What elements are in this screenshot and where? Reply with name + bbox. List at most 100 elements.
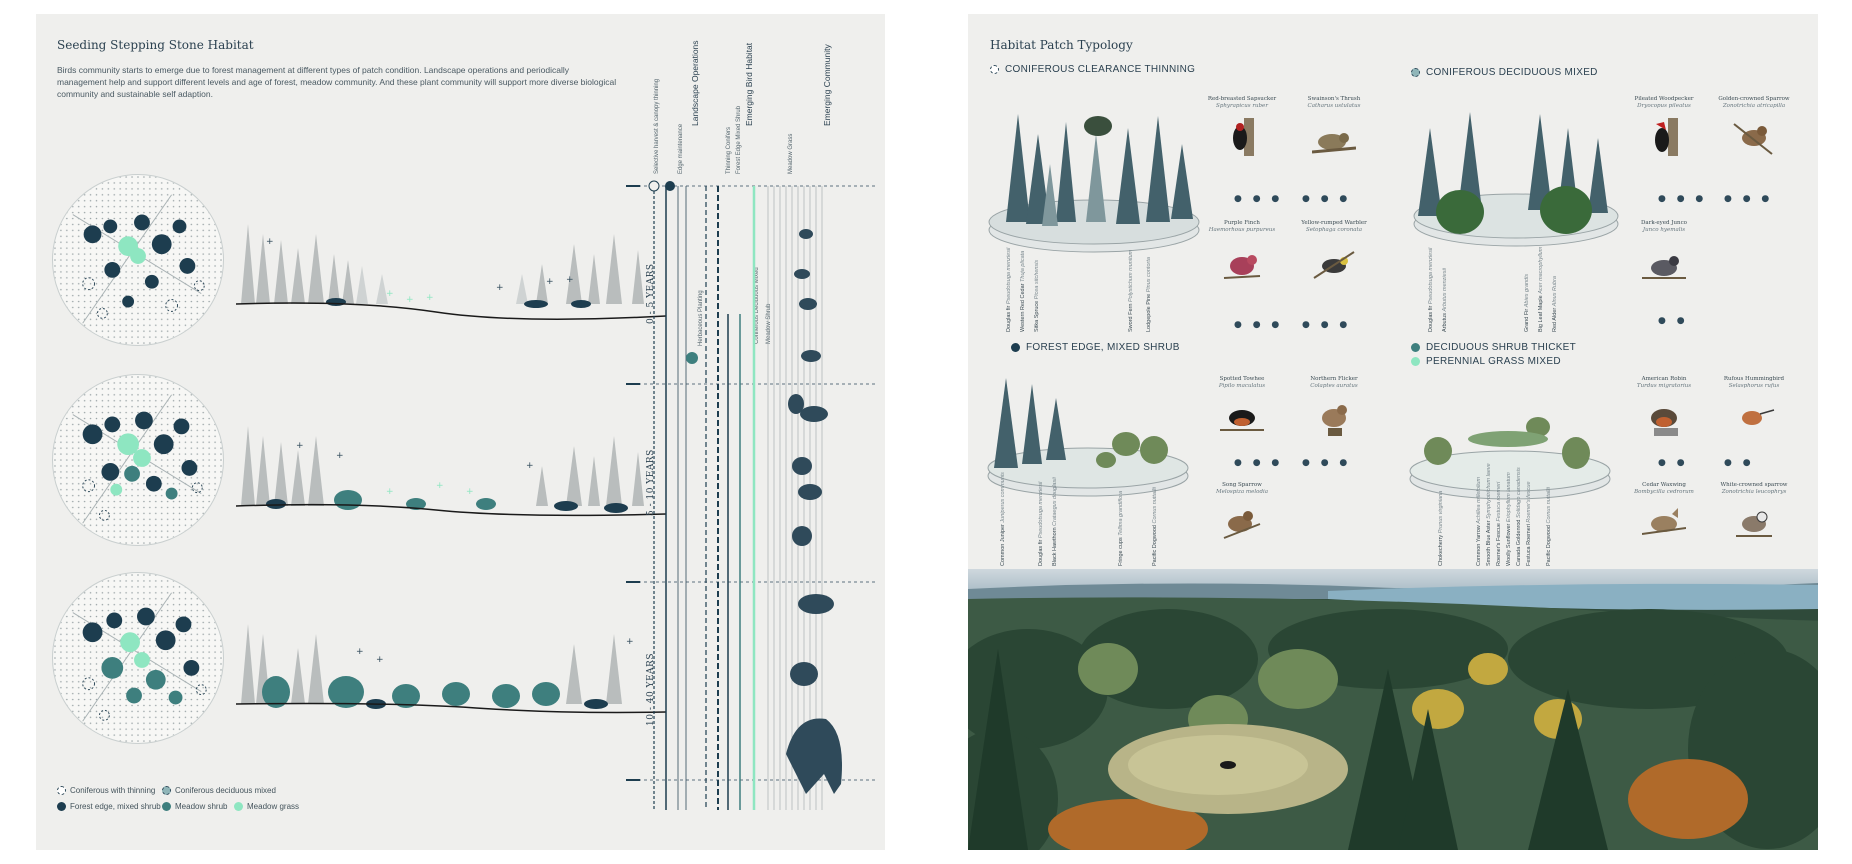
species-card: Northern Flicker Colaptes auratus xyxy=(1310,376,1358,389)
svg-text:+: + xyxy=(526,461,534,471)
woodpecker-icon xyxy=(1655,118,1678,156)
species-card: Dark-eyed Junco Junco hyemalis xyxy=(1641,220,1687,233)
section-phase-2: +++ +++ xyxy=(235,406,667,526)
legend-item-coniferous-thinning: Coniferous with thinning xyxy=(57,786,155,795)
period-label-0-5: 0 - 5 YEARS xyxy=(646,263,656,324)
dotted-circle-icon xyxy=(1411,68,1420,77)
mint-dot-icon xyxy=(234,802,243,811)
species-card: Red-breasted Sapsucker Sphyrapicus ruber xyxy=(1207,96,1277,109)
song-sparrow-icon xyxy=(1223,511,1261,539)
svg-text:+: + xyxy=(436,481,444,491)
plant-label: Arbutus Arbutus menziesii xyxy=(1442,268,1448,332)
teal-dot-icon xyxy=(1411,343,1420,352)
robin-icon xyxy=(1651,409,1678,436)
panel-title: Seeding Stepping Stone Habitat xyxy=(57,38,254,52)
section-phase-1: +++ ++++ xyxy=(235,204,667,324)
junco-icon xyxy=(1642,256,1686,279)
legend-item-coniferous-deciduous: Coniferous deciduous mixed xyxy=(162,786,276,795)
warbler-icon xyxy=(1313,251,1355,279)
plant-label: Douglas fir Pseudotsuga menziesii xyxy=(1006,247,1012,332)
svg-text:+: + xyxy=(466,487,474,497)
timeline-sub-edge: Edge maintenance xyxy=(678,123,684,174)
hummingbird-icon xyxy=(1742,409,1775,425)
species-card: Pileated Woodpecker Dryocopus pileatus xyxy=(1634,96,1694,109)
period-label-10-40: 10 - 40 YEARS xyxy=(646,653,656,726)
tracks-icon: ● ● ● xyxy=(1302,320,1352,330)
timeline-diagram xyxy=(626,180,876,810)
timeline-head-operations: Landscape Operations xyxy=(690,40,700,126)
plant-label: Sword Fern Polystichum munitum xyxy=(1128,249,1134,332)
plant-label: Pacific Dogwood Cornus nuttallii xyxy=(1546,487,1552,566)
plant-label: Woolly Sunflower Eriophyllum lanatum xyxy=(1506,472,1512,566)
dashed-circle-icon xyxy=(990,65,999,74)
crowned-sparrow-icon xyxy=(1736,511,1772,537)
habitat-title-perennial-grass: PERENNIAL GRASS MIXED xyxy=(1411,356,1561,367)
intro-text: Birds community starts to emerge due to … xyxy=(57,65,617,99)
tracks-icon: ● ● xyxy=(1658,316,1689,326)
tracks-icon: ● ● ● xyxy=(1302,194,1352,204)
habitat-title-deciduous-thicket: DECIDUOUS SHRUB THICKET xyxy=(1411,342,1576,353)
timeline-sub-forest-edge: Forest Edge Mixed Shrub xyxy=(736,105,742,174)
svg-text:+: + xyxy=(266,237,274,247)
habitat-disc-deciduous-thicket xyxy=(1408,389,1613,504)
svg-text:+: + xyxy=(566,275,574,285)
species-card: Cedar Waxwing Bombycilla cedrorum xyxy=(1634,482,1694,495)
timeline-head-bird-habitat: Emerging Bird Habitat xyxy=(744,42,754,126)
timeline-sub-thinning: Thinning Conifers xyxy=(726,126,732,174)
species-card: Song Sparrow Melospiza melodia xyxy=(1215,482,1269,495)
finch-icon xyxy=(1223,255,1261,279)
habitat-disc-coniferous-thinning xyxy=(986,94,1201,259)
plant-label: Common Juniper Juniperus communis xyxy=(1000,472,1006,566)
habitat-disc-forest-edge xyxy=(986,364,1191,499)
plant-label: Pacific Dogwood Cornus nuttallii xyxy=(1152,487,1158,566)
svg-text:+: + xyxy=(296,441,304,451)
svg-text:+: + xyxy=(626,637,634,647)
legend-item-meadow-grass: Meadow grass xyxy=(234,802,299,811)
plant-label: Lodgepole Pine Pinus contorta xyxy=(1146,257,1152,332)
tracks-icon: ● ● xyxy=(1724,458,1755,468)
svg-text:+: + xyxy=(426,293,434,303)
plant-label: Big Leaf Maple Acer macrophyllum xyxy=(1538,246,1544,332)
plant-label: Canada Goldenrod Solidago canadensis xyxy=(1516,467,1522,566)
habitat-title-forest-edge: FOREST EDGE, MIXED SHRUB xyxy=(1011,342,1180,353)
tracks-icon: ● ● ● xyxy=(1234,194,1284,204)
plant-label: Common Yarrow Achillea millefolium xyxy=(1476,476,1482,566)
tracks-icon: ● ● ● xyxy=(1234,458,1284,468)
species-card: Rufous Hummingbird Selasphorus rufus xyxy=(1723,376,1785,389)
plan-circle-phase-3 xyxy=(52,572,224,744)
section-phase-3: +++ xyxy=(235,604,667,724)
tracks-icon: ● ● ● xyxy=(1658,194,1708,204)
svg-text:+: + xyxy=(386,289,394,299)
svg-text:+: + xyxy=(406,295,414,305)
habitat-title-coniferous-deciduous: CONIFEROUS DECIDUOUS MIXED xyxy=(1411,67,1598,78)
panel-title: Habitat Patch Typology xyxy=(990,38,1133,52)
mint-dot-icon xyxy=(1411,357,1420,366)
timeline-head-community: Emerging Community xyxy=(822,44,832,126)
plant-label: Douglas fir Pseudotsuga menziesii xyxy=(1428,247,1434,332)
dashed-circle-icon xyxy=(57,786,66,795)
habitat-title-coniferous-thinning: CONIFEROUS CLEARANCE THINNING xyxy=(990,64,1195,75)
waxwing-icon xyxy=(1642,508,1686,535)
sapsucker-icon xyxy=(1233,118,1254,156)
plant-label: Grand Fir Abies grandis xyxy=(1524,273,1530,332)
svg-text:+: + xyxy=(376,655,384,665)
svg-text:+: + xyxy=(546,277,554,287)
species-card: Golden-crowned Sparrow Zonotrichia atric… xyxy=(1718,96,1790,109)
dark-dot-icon xyxy=(1011,343,1020,352)
dark-dot-icon xyxy=(57,802,66,811)
tracks-icon: ● ● ● xyxy=(1302,458,1352,468)
period-label-5-10: 5 - 10 YEARS xyxy=(646,449,656,516)
plant-label: Black Hawthorn Crataegus douglasii xyxy=(1052,477,1058,566)
plant-label: Chokecherry Prunus virginiana xyxy=(1438,490,1444,566)
tracks-icon: ● ● xyxy=(1658,458,1689,468)
teal-dot-icon xyxy=(162,802,171,811)
plan-circle-phase-1 xyxy=(52,174,224,346)
plant-label: Douglas fir Pseudotsuga menziesii xyxy=(1038,481,1044,566)
plan-circle-phase-2 xyxy=(52,374,224,546)
flicker-icon xyxy=(1322,405,1347,436)
species-card: White-crowned sparrow Zonotrichia leucop… xyxy=(1720,482,1788,495)
plant-label: Roemer's Fescue Festuca roemeri xyxy=(1496,481,1502,566)
habitat-disc-coniferous-deciduous xyxy=(1408,98,1623,263)
timeline-sub-harvest: Selective harvest & canopy thinning xyxy=(654,78,660,174)
dotted-circle-icon xyxy=(162,786,171,795)
